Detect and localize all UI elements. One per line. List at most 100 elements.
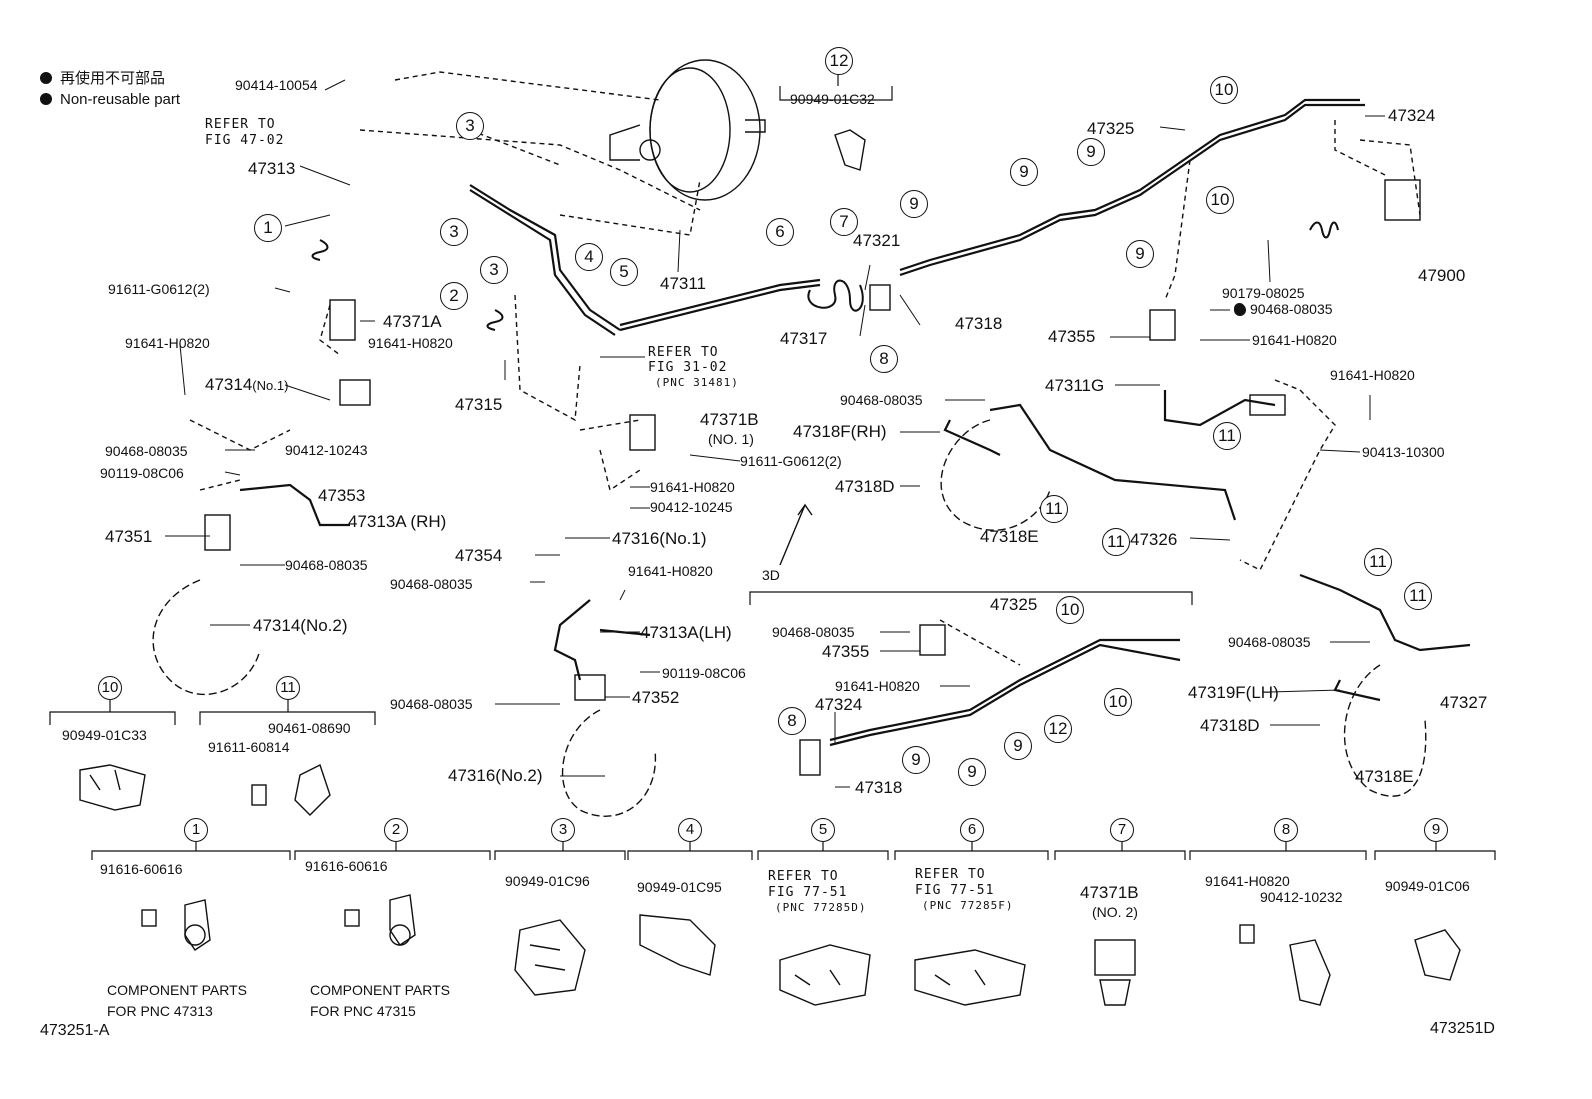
- part-label: 47317: [780, 329, 828, 348]
- part-label: 91616-60616: [100, 861, 183, 877]
- part-label: 91611-G0612(2): [740, 453, 842, 469]
- reference-note: (PNC 77285F): [922, 899, 1014, 912]
- part-label: 47371A: [383, 312, 442, 331]
- reference-note: FIG 77-51: [768, 885, 848, 900]
- part-label: 91641-H0820: [368, 335, 453, 351]
- part-label: 47354: [455, 546, 503, 565]
- part-label: 90468-08035: [390, 576, 473, 592]
- part-suffix: (No.2): [495, 766, 543, 785]
- part-label: 47321: [853, 231, 901, 250]
- part-number: 47314: [205, 375, 253, 394]
- part-label: 90949-01C95: [637, 879, 722, 895]
- part-suffix: (No.1): [659, 529, 707, 548]
- legend-row-en: Non-reusable part: [40, 89, 180, 110]
- part-label: 47313: [248, 159, 296, 178]
- part-label: 47316(No.2): [448, 767, 543, 784]
- part-label: 90179-08025: [1222, 285, 1305, 301]
- callout-2: 2: [440, 282, 468, 310]
- part-label: (NO. 1): [708, 431, 754, 447]
- part-label: 90119-08C06: [100, 465, 184, 481]
- callout-8: 8: [778, 707, 806, 735]
- part-label: 47315: [455, 395, 503, 414]
- part-label: 47371B: [700, 410, 759, 429]
- part-label: 47316(No.1): [612, 530, 707, 547]
- part-label: 47352: [632, 688, 680, 707]
- leader-lines: [165, 79, 1385, 788]
- box-callout-4: 4: [678, 818, 702, 842]
- callout-10: 10: [1104, 688, 1132, 716]
- part-label: 90468-08035: [390, 696, 473, 712]
- part-label: 47355: [822, 642, 870, 661]
- part-label: 91641-H0820: [125, 335, 210, 351]
- legend-text-en: Non-reusable part: [60, 91, 181, 108]
- callout-11: 11: [1040, 495, 1068, 523]
- part-number: 47316: [612, 529, 660, 548]
- part-label: 47313A(LH): [640, 624, 732, 641]
- box-callout-10: 10: [98, 676, 122, 700]
- wheel-arcs: [152, 419, 1427, 817]
- box-callout-9: 9: [1424, 818, 1448, 842]
- legend-row-jp: 再使用不可部品: [40, 68, 180, 89]
- diagram-id-right: 473251D: [1430, 1020, 1495, 1037]
- part-label: 47353: [318, 486, 366, 505]
- part-suffix: (RH): [850, 422, 887, 441]
- callout-10: 10: [1206, 186, 1234, 214]
- part-label: 90412-10232: [1260, 889, 1343, 905]
- callout-6: 6: [766, 218, 794, 246]
- callout-5: 5: [610, 258, 638, 286]
- section-brackets: [49, 72, 1496, 860]
- part-label: 90468-08035: [772, 624, 855, 640]
- part-label: 90461-08690: [268, 720, 351, 736]
- part-label: 90468-08035: [285, 557, 368, 573]
- part-label: 47318: [955, 314, 1003, 333]
- part-number: 47316: [448, 766, 496, 785]
- callout-9: 9: [958, 758, 986, 786]
- part-label: 91641-H0820: [1252, 332, 1337, 348]
- part-number: 90468-08035: [1250, 301, 1333, 317]
- component-note: COMPONENT PARTS: [310, 982, 451, 998]
- callout-12: 12: [1044, 715, 1072, 743]
- part-label: 47371B: [1080, 883, 1139, 902]
- part-number: 47319F: [1188, 683, 1246, 702]
- part-label: 47314(No.2): [253, 617, 348, 634]
- callout-9: 9: [1126, 240, 1154, 268]
- callout-8: 8: [870, 345, 898, 373]
- part-suffix: (No.1): [252, 378, 289, 393]
- component-note: FOR PNC 47315: [310, 1003, 416, 1019]
- callout-11: 11: [1364, 548, 1392, 576]
- part-label: 91611-60814: [208, 739, 290, 755]
- box-callout-1: 1: [184, 818, 208, 842]
- part-label: 91616-60616: [305, 858, 388, 874]
- brake-booster-drawing: [609, 59, 766, 201]
- callout-3: 3: [480, 256, 508, 284]
- part-number: 47313A: [348, 512, 406, 531]
- part-label: 47324: [815, 695, 863, 714]
- part-label: 91641-H0820: [650, 479, 735, 495]
- reference-note: REFER TO: [768, 869, 839, 884]
- part-label: 47351: [105, 527, 153, 546]
- callout-9: 9: [900, 190, 928, 218]
- box-callout-3: 3: [551, 818, 575, 842]
- callout-4: 4: [575, 243, 603, 271]
- box-callout-5: 5: [811, 818, 835, 842]
- part-suffix: (RH): [410, 512, 447, 531]
- part-label: 47318F(RH): [793, 423, 887, 440]
- part-label: 90413-10300: [1362, 444, 1445, 460]
- callout-3: 3: [456, 112, 484, 140]
- component-note: FOR PNC 47313: [107, 1003, 213, 1019]
- clip-drawings: [79, 764, 1461, 1006]
- part-label: 91641-H0820: [1330, 367, 1415, 383]
- reference-dashed-lines: [189, 71, 1421, 666]
- part-label: 91641-H0820: [835, 678, 920, 694]
- part-label: 47318D: [1200, 716, 1260, 735]
- part-label: 90468-08035: [105, 443, 188, 459]
- reference-note: REFER TO: [915, 867, 986, 882]
- view-label: 3D: [762, 567, 780, 583]
- callout-9: 9: [1004, 732, 1032, 760]
- part-label: 47325: [1087, 119, 1135, 138]
- part-label: 47318D: [835, 477, 895, 496]
- callout-10: 10: [1056, 596, 1084, 624]
- reference-note: REFER TO: [648, 345, 719, 360]
- legend-text-jp: 再使用不可部品: [60, 70, 166, 87]
